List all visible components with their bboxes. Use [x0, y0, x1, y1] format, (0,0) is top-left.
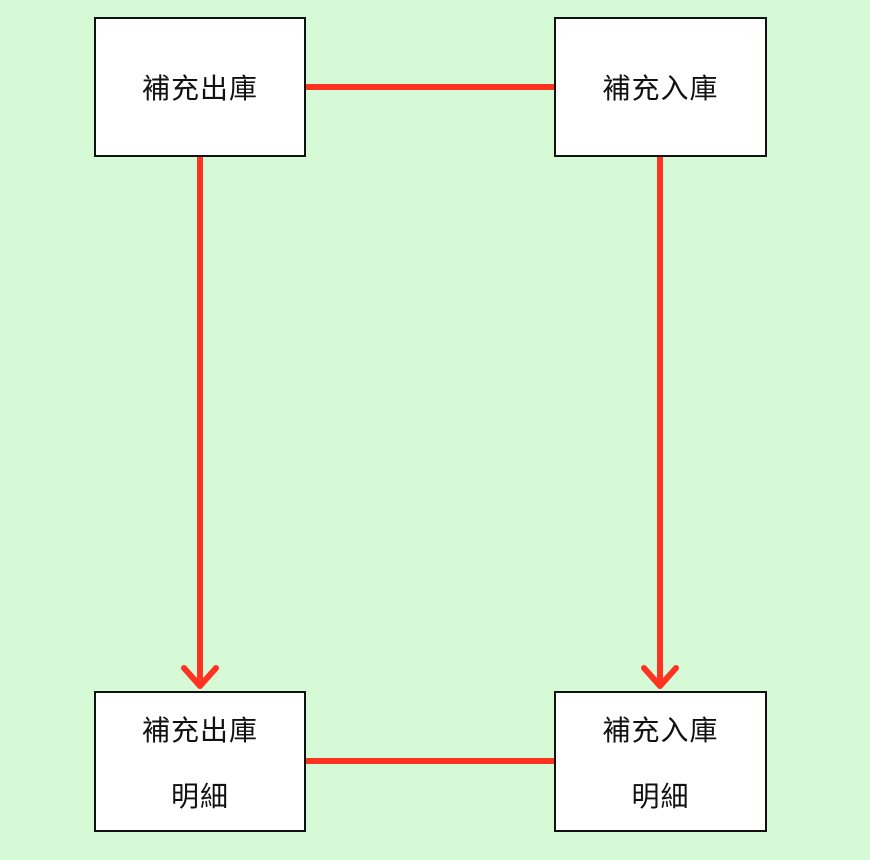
node-replenish-inbound-detail: 補充入庫 明細 — [554, 691, 767, 832]
arrow-left-head-icon — [181, 665, 219, 689]
node-label: 補充出庫 — [141, 713, 258, 747]
node-replenish-outbound: 補充出庫 — [94, 17, 306, 157]
node-label: 補充出庫 — [141, 72, 258, 105]
arrow-right-down — [641, 157, 679, 689]
arrow-right-head-icon — [641, 665, 679, 689]
node-replenish-outbound-detail: 補充出庫 明細 — [94, 691, 306, 832]
node-label: 補充入庫 — [602, 713, 719, 747]
arrow-left-down — [181, 157, 219, 689]
node-sublabel: 明細 — [631, 779, 690, 813]
node-replenish-inbound: 補充入庫 — [554, 17, 767, 157]
node-label: 補充入庫 — [602, 72, 719, 105]
node-sublabel: 明細 — [170, 779, 229, 813]
